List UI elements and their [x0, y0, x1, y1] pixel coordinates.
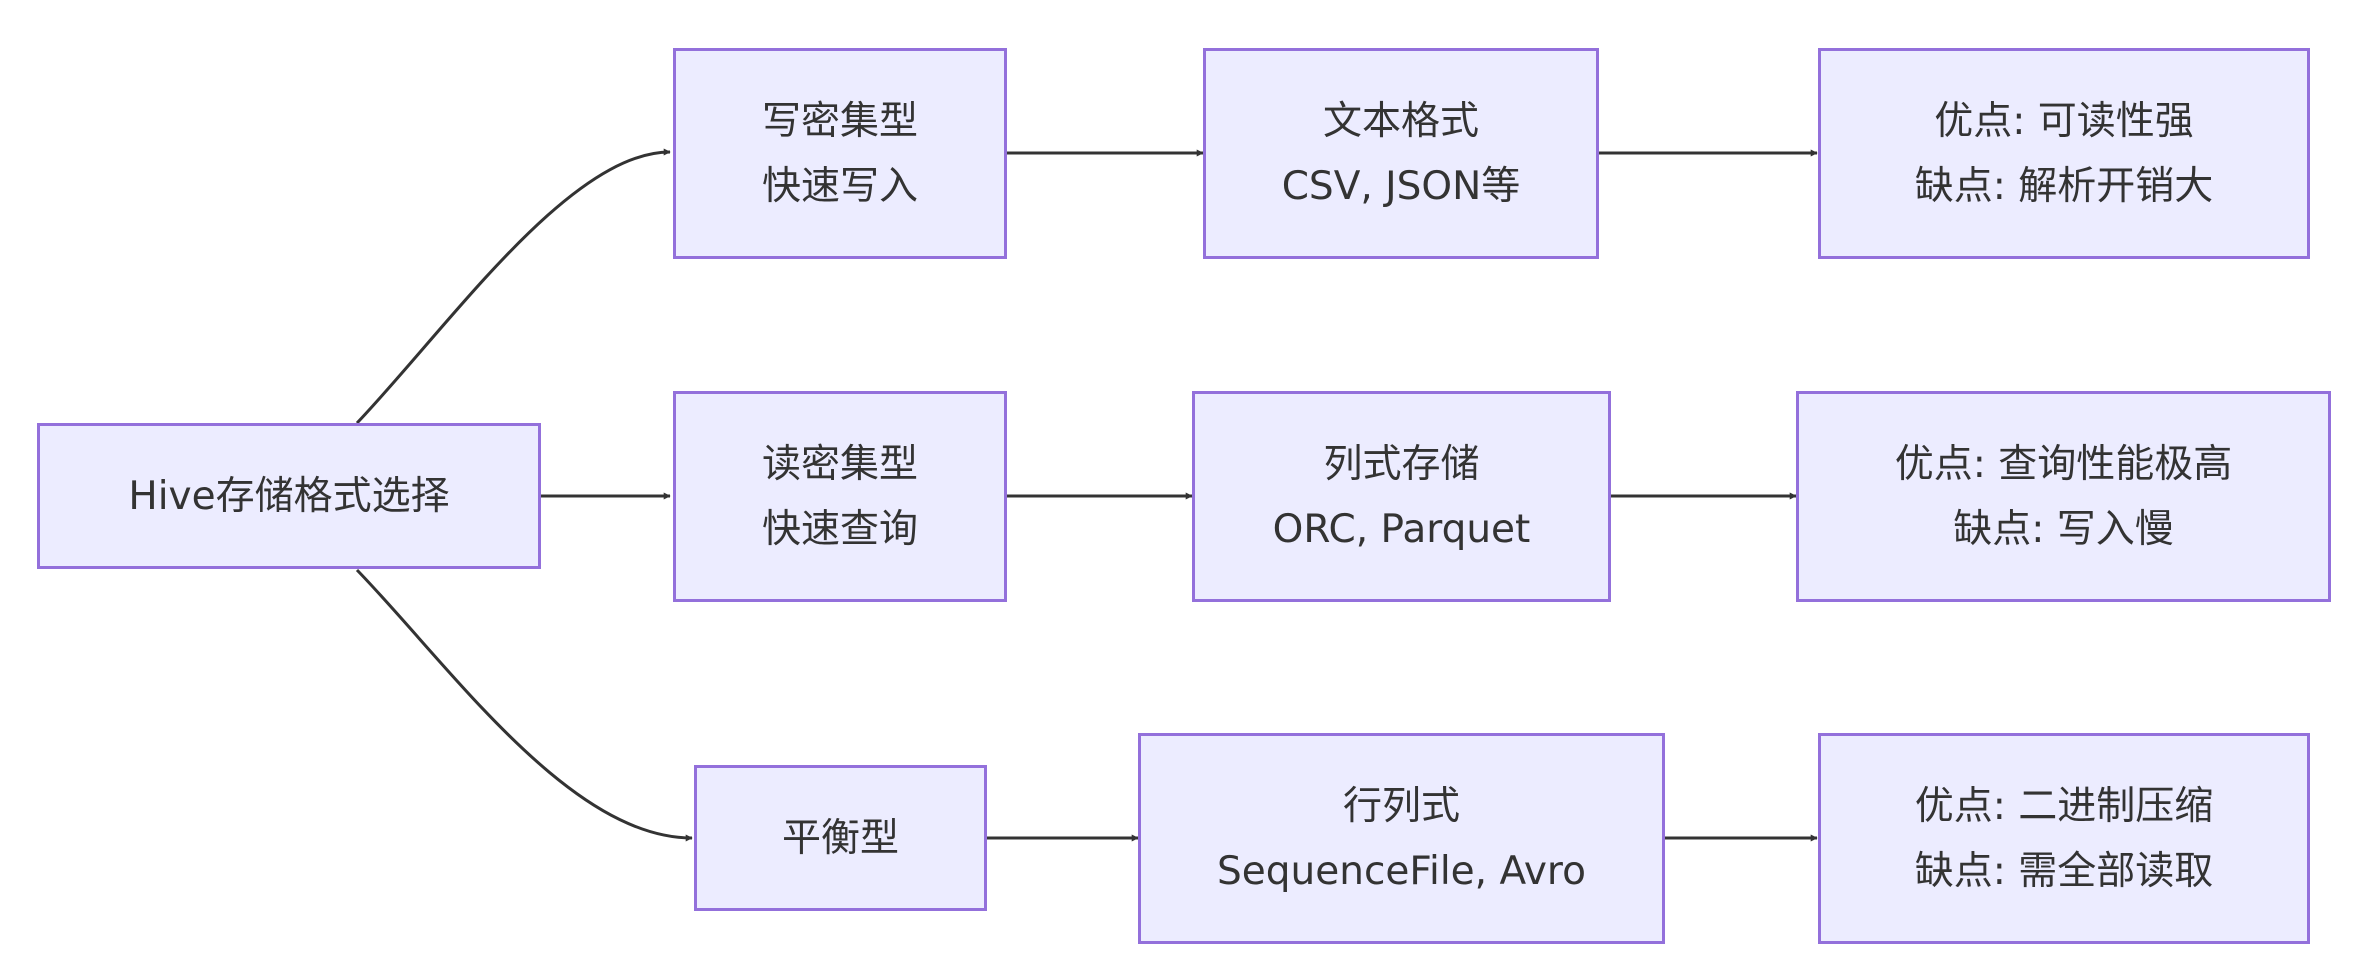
row-columnar-tradeoff-node: 优点: 二进制压缩 缺点: 需全部读取 [1818, 733, 2310, 944]
balanced-node: 平衡型 [694, 765, 987, 911]
columnar-line1: 列式存储 [1323, 441, 1480, 487]
row-columnar-line2: SequenceFile, Avro [1217, 848, 1586, 894]
text-format-line1: 文本格式 [1322, 98, 1479, 144]
columnar-line2: ORC, Parquet [1272, 506, 1531, 552]
read-intensive-node: 读密集型 快速查询 [673, 391, 1007, 602]
text-format-tradeoff-node: 优点: 可读性强 缺点: 解析开销大 [1818, 48, 2310, 259]
text-format-line2: CSV, JSON等 [1281, 163, 1521, 209]
row-columnar-pros: 优点: 二进制压缩 [1914, 783, 2214, 829]
columnar-pros: 优点: 查询性能极高 [1894, 441, 2233, 487]
columnar-tradeoff-node: 优点: 查询性能极高 缺点: 写入慢 [1796, 391, 2331, 602]
write-intensive-line1: 写密集型 [761, 98, 918, 144]
columnar-node: 列式存储 ORC, Parquet [1192, 391, 1611, 602]
write-intensive-node: 写密集型 快速写入 [673, 48, 1007, 259]
write-intensive-line2: 快速写入 [761, 163, 918, 209]
root-node: Hive存储格式选择 [37, 423, 541, 569]
row-columnar-line1: 行列式 [1342, 783, 1460, 829]
text-format-pros: 优点: 可读性强 [1934, 98, 2194, 144]
read-intensive-line2: 快速查询 [761, 506, 918, 552]
row-columnar-cons: 缺点: 需全部读取 [1914, 848, 2214, 894]
columnar-cons: 缺点: 写入慢 [1953, 506, 2174, 552]
text-format-node: 文本格式 CSV, JSON等 [1203, 48, 1599, 259]
row-columnar-node: 行列式 SequenceFile, Avro [1138, 733, 1665, 944]
edge-root-to-write-intensive [355, 148, 671, 425]
edge-root-to-balanced [355, 568, 693, 842]
text-format-cons: 缺点: 解析开销大 [1914, 163, 2214, 209]
root-node-label: Hive存储格式选择 [128, 473, 450, 519]
balanced-line1: 平衡型 [781, 815, 899, 861]
read-intensive-line1: 读密集型 [761, 441, 918, 487]
